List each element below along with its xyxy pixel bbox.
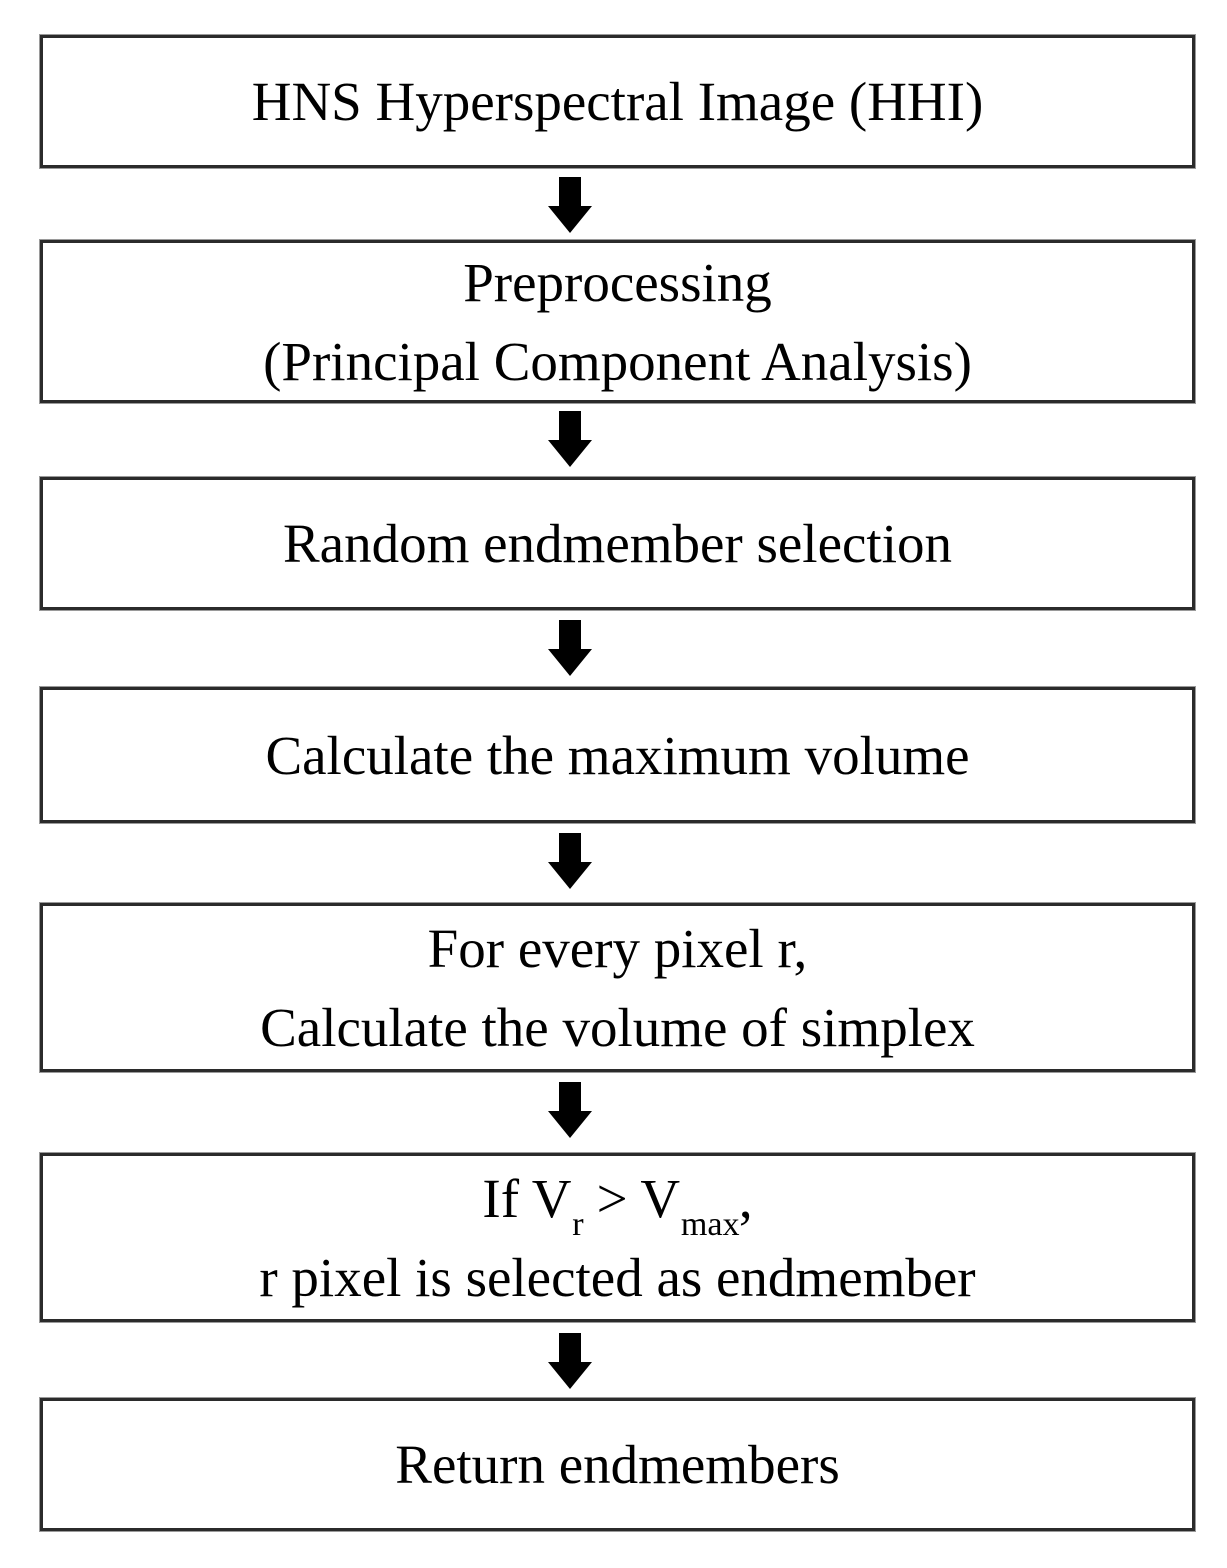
flow-box-preprocessing: Preprocessing (Principal Component Analy… xyxy=(40,240,1195,403)
flow-box-calculate-max-volume: Calculate the maximum volume xyxy=(40,687,1195,823)
down-arrow-icon xyxy=(547,833,593,889)
box-label: HNS Hyperspectral Image (HHI) xyxy=(251,71,984,132)
down-arrow-icon xyxy=(547,620,593,676)
flow-box-pixel-volume-loop: For every pixel r, Calculate the volume … xyxy=(40,903,1195,1072)
flow-box-hns-input: HNS Hyperspectral Image (HHI) xyxy=(40,35,1195,168)
flow-box-random-endmember-selection: Random endmember selection xyxy=(40,477,1195,610)
box-label: r pixel is selected as endmember xyxy=(259,1246,976,1308)
box-label: Calculate the maximum volume xyxy=(265,724,970,786)
down-arrow-icon xyxy=(547,411,593,467)
box-formula: If Vr > Vmax, xyxy=(482,1167,753,1243)
box-label: For every pixel r, xyxy=(427,917,808,979)
flow-box-return-endmembers: Return endmembers xyxy=(40,1398,1195,1531)
down-arrow-icon xyxy=(547,1082,593,1138)
box-label: Calculate the volume of simplex xyxy=(260,996,975,1058)
box-label: Random endmember selection xyxy=(283,513,952,574)
flow-box-volume-condition: If Vr > Vmax, r pixel is selected as end… xyxy=(40,1153,1195,1322)
down-arrow-icon xyxy=(547,1333,593,1389)
box-label: Preprocessing xyxy=(463,251,772,313)
box-label: (Principal Component Analysis) xyxy=(263,330,972,392)
box-label: Return endmembers xyxy=(395,1434,840,1495)
down-arrow-icon xyxy=(547,177,593,233)
